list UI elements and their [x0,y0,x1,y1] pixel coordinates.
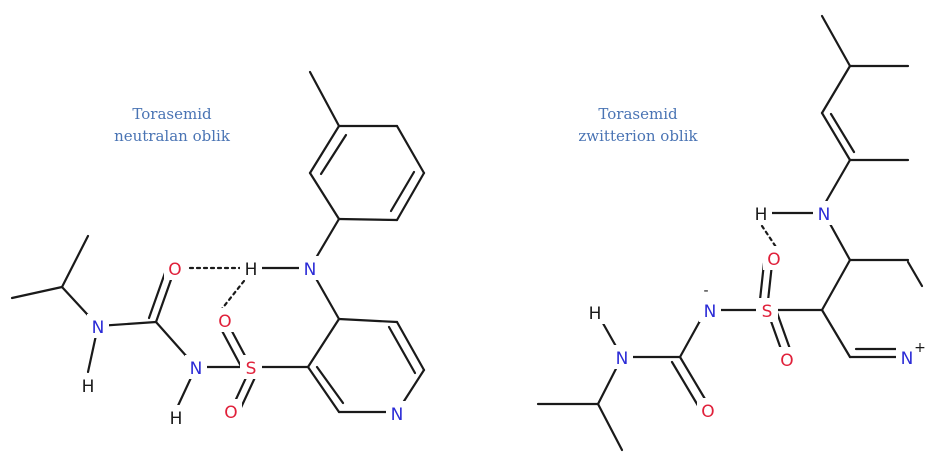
neutral-sulfonyl-oxygen-top: O [218,312,231,332]
neutral-sulfonamide-nitrogen: N [190,359,203,379]
neutral-carbonyl-oxygen: O [168,260,181,280]
neutral-amine-nitrogen: N [304,260,317,280]
neutral-sulfur: S [246,359,257,379]
zwitterion-negative-charge: - [703,283,708,299]
zwitterion-sulfur: S [762,302,773,322]
neutral-urea-hydrogen: H [82,377,95,397]
zwitterion-caption-line1: Torasemid [598,105,678,123]
neutral-sulfonamide-hydrogen: H [170,409,183,429]
zwitterion-urea-hydrogen: H [589,304,602,324]
neutral-sulfonyl-oxygen-bottom: O [224,403,237,423]
zwitterion-sulfonamide-nitrogen: N [704,302,717,322]
neutral-pyridine-nitrogen: N [391,405,404,425]
neutral-caption-line1: Torasemid [132,105,212,123]
zwitterion-amine-nitrogen: N [818,205,831,225]
neutral-urea-nitrogen: N [92,318,105,338]
zwitterion-pyridinium-nitrogen: N [901,349,914,369]
neutral-bonds [10,70,426,416]
neutral-form-structure: Torasemid neutralan oblik [10,70,426,429]
zwitterion-urea-nitrogen: N [616,349,629,369]
neutral-amine-hydrogen: H [245,260,258,280]
zwitterion-sulfonyl-oxygen-top: O [767,250,780,270]
zwitterion-bonds [536,14,924,452]
zwitterion-sulfonyl-oxygen-bottom: O [780,351,793,371]
zwitterion-positive-charge: + [914,340,926,356]
zwitterion-caption-line2: zwitterion oblik [578,127,698,145]
zwitterion-carbonyl-oxygen: O [701,402,714,422]
zwitterion-form-structure: Torasemid zwitterion oblik [536,14,926,452]
neutral-caption-line2: neutralan oblik [114,127,231,145]
zwitterion-amine-hydrogen: H [755,205,768,225]
